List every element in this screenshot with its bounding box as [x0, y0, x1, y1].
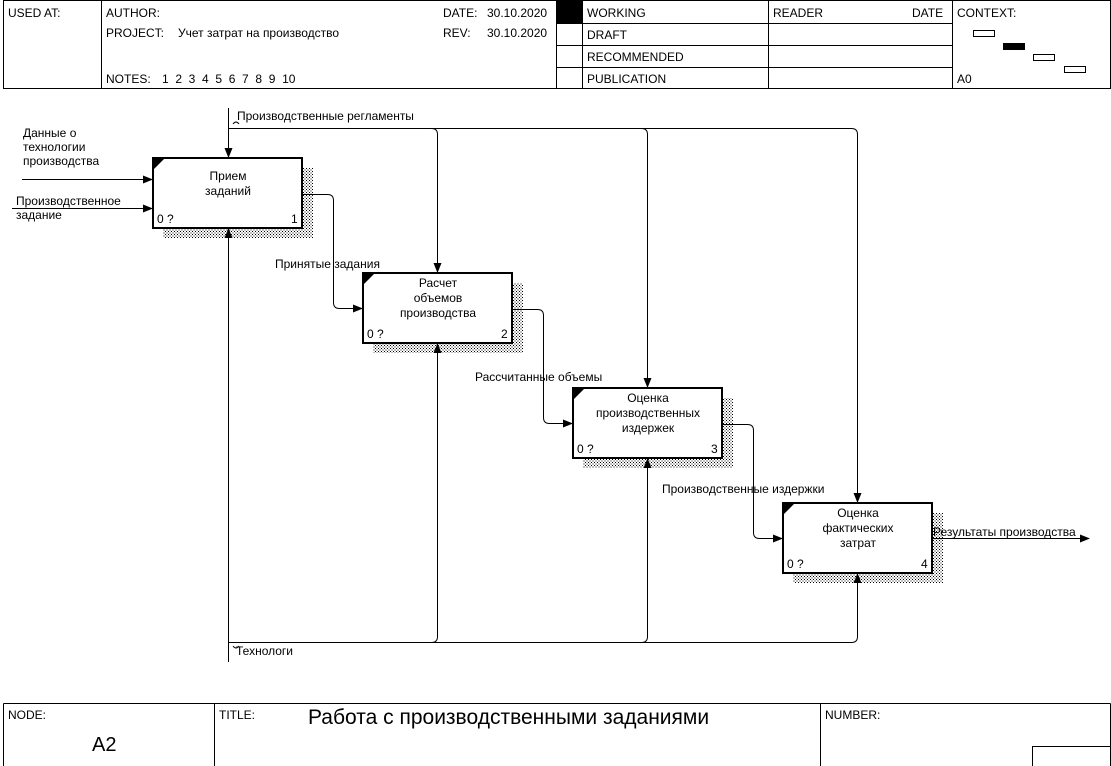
author-label: AUTHOR:	[106, 6, 160, 20]
working-status-marker	[557, 1, 582, 23]
box-3-number: 3	[711, 442, 718, 456]
mechanism-label: Технологи	[236, 644, 293, 658]
flow-arrow-3-4	[722, 424, 783, 543]
box-2-number: 2	[501, 327, 508, 341]
context-label: CONTEXT:	[957, 6, 1017, 20]
title-label: TITLE:	[219, 708, 256, 722]
notes-label: NOTES:	[106, 72, 151, 86]
node-label: NODE:	[8, 708, 47, 722]
box-1	[152, 157, 303, 229]
status-recommended: RECOMMENDED	[587, 50, 684, 64]
rev-value: 30.10.2020	[487, 26, 548, 40]
flow-label-1-2: Принятые задания	[275, 257, 380, 271]
status-publication: PUBLICATION	[587, 72, 667, 86]
box-2	[362, 272, 513, 344]
box-4-number: 4	[921, 557, 928, 571]
box-1-number: 1	[291, 212, 298, 226]
reader-date-label: DATE	[912, 6, 944, 20]
mechanism-arrow-2	[431, 343, 442, 643]
used-at-label: USED AT:	[8, 6, 61, 20]
project-value: Учет затрат на производство	[178, 26, 340, 40]
control-label: Производственные регламенты	[237, 109, 414, 123]
box-3	[572, 387, 723, 459]
flow-label-2-3: Рассчитанные объемы	[475, 370, 603, 384]
flow-label-3-4: Производственные издержки	[662, 482, 825, 496]
control-arrow-3	[641, 128, 652, 388]
project-label: PROJECT:	[106, 26, 165, 40]
box-1-cost: 0 ?	[157, 212, 174, 226]
node-value: A2	[92, 734, 117, 756]
date-value: 30.10.2020	[487, 6, 548, 20]
date-label: DATE:	[443, 6, 478, 20]
flow-arrow-2-3	[512, 309, 573, 428]
number-label: NUMBER:	[825, 708, 881, 722]
mechanism-bus	[228, 636, 858, 643]
control-arrow-2	[431, 128, 442, 273]
mechanism-arrow-3	[641, 458, 652, 643]
context-thumbnail	[973, 30, 1086, 73]
diagram-title: Работа с производственными заданиями	[308, 706, 710, 729]
context-node: A0	[957, 72, 972, 86]
box-3-cost: 0 ?	[577, 442, 594, 456]
box-4-cost: 0 ?	[787, 557, 804, 571]
flow-arrow-1-2	[302, 194, 363, 313]
control-bus	[228, 128, 858, 135]
box-2-cost: 0 ?	[367, 327, 384, 341]
rev-label: REV:	[443, 26, 471, 40]
status-working: WORKING	[587, 6, 646, 20]
reader-label: READER	[773, 6, 824, 20]
status-draft: DRAFT	[587, 28, 627, 42]
output-label: Результаты производства	[933, 525, 1076, 539]
notes-values: 1 2 3 4 5 6 7 8 9 10	[162, 72, 296, 86]
